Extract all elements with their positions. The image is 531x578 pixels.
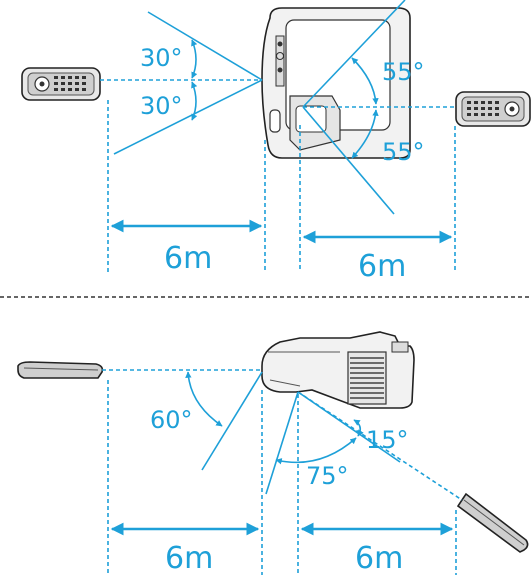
angle-label-front: 60° bbox=[150, 406, 193, 434]
angle-arc-rear-large bbox=[275, 437, 357, 465]
top-view: 30° 30° 55° 55° 6m 6m bbox=[21, 0, 531, 284]
distance-label-right: 6m bbox=[358, 249, 406, 284]
projector-side-icon bbox=[261, 331, 415, 409]
remote-control-right-icon bbox=[455, 91, 531, 127]
cone-right-lower-ray bbox=[302, 106, 395, 215]
side-distance-label-right: 6m bbox=[355, 541, 403, 576]
remote-control-side-right-icon bbox=[456, 492, 529, 553]
angle-label-right-upper: 55° bbox=[382, 58, 425, 86]
remote-control-side-left-icon bbox=[17, 361, 104, 379]
side-front-ray bbox=[201, 371, 263, 471]
distance-label-left: 6m bbox=[164, 241, 212, 276]
cone-left-upper-ray bbox=[147, 11, 263, 81]
angle-label-left-upper: 30° bbox=[140, 44, 183, 72]
angle-arc-left-lower bbox=[191, 81, 198, 121]
angle-label-right-lower: 55° bbox=[382, 138, 425, 166]
remote-control-left-icon bbox=[21, 67, 101, 101]
angle-label-rear-small: 15° bbox=[366, 426, 409, 454]
side-rear-diagonal-guide bbox=[297, 391, 463, 501]
angle-arc-front bbox=[185, 371, 223, 427]
angle-arc-right-lower bbox=[351, 109, 379, 159]
cone-left-lower-ray bbox=[113, 79, 263, 155]
angle-label-rear-large: 75° bbox=[306, 462, 349, 490]
angle-arc-right-upper bbox=[351, 57, 379, 105]
angle-arc-rear-small bbox=[353, 419, 364, 437]
side-rear-ray-shallow bbox=[297, 391, 401, 463]
side-rear-ray-steep bbox=[265, 391, 299, 495]
side-distance-label-left: 6m bbox=[165, 541, 213, 576]
angle-arc-left-upper bbox=[191, 39, 198, 79]
angle-label-left-lower: 30° bbox=[140, 92, 183, 120]
cone-right-upper-ray bbox=[302, 0, 406, 108]
side-view: 60° 15° 75° 6m 6m bbox=[17, 331, 529, 576]
